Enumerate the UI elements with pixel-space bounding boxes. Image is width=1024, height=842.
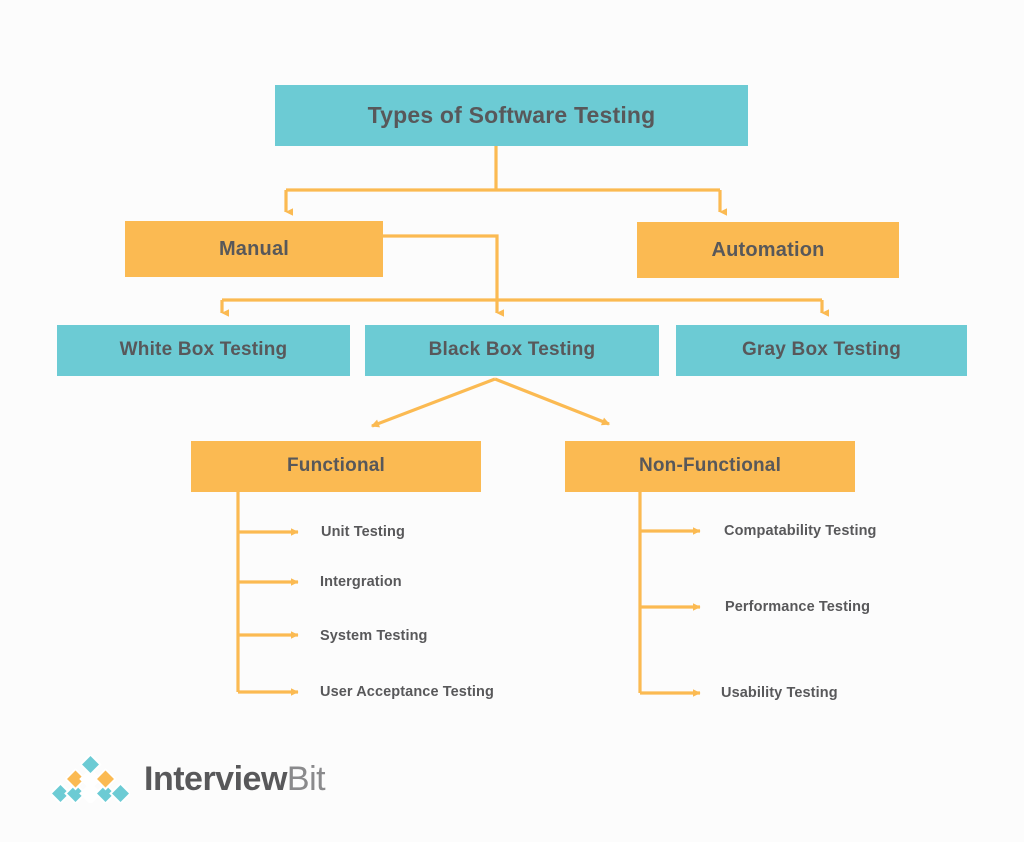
connector-to-functional bbox=[370, 377, 496, 428]
node-label: Functional bbox=[286, 455, 386, 477]
node-label: Black Box Testing bbox=[428, 339, 596, 361]
node-root-types-of-software-testing[interactable]: Types of Software Testing bbox=[275, 85, 748, 146]
logo-wordmark-primary: Interview bbox=[144, 759, 287, 798]
leaf-label: User Acceptance Testing bbox=[320, 684, 494, 700]
interviewbit-diamond-pyramid-icon bbox=[52, 755, 130, 803]
node-label: White Box Testing bbox=[119, 339, 288, 361]
leaf-label: Usability Testing bbox=[721, 685, 838, 701]
node-black-box-testing[interactable]: Black Box Testing bbox=[365, 325, 659, 376]
node-gray-box-testing[interactable]: Gray Box Testing bbox=[676, 325, 967, 376]
node-label: Manual bbox=[218, 238, 290, 260]
leaf-label: System Testing bbox=[320, 628, 428, 644]
node-functional[interactable]: Functional bbox=[191, 441, 481, 492]
leaf-user-acceptance-testing[interactable]: User Acceptance Testing bbox=[320, 684, 494, 700]
leaf-performance-testing[interactable]: Performance Testing bbox=[725, 599, 870, 615]
node-non-functional[interactable]: Non-Functional bbox=[565, 441, 855, 492]
leaf-usability-testing[interactable]: Usability Testing bbox=[721, 685, 838, 701]
leaf-unit-testing[interactable]: Unit Testing bbox=[321, 524, 405, 540]
node-label: Gray Box Testing bbox=[741, 339, 902, 361]
leaf-intergration[interactable]: Intergration bbox=[320, 574, 402, 590]
node-label: Automation bbox=[711, 239, 825, 261]
leaf-label: Intergration bbox=[320, 574, 402, 590]
node-label: Types of Software Testing bbox=[367, 101, 656, 128]
logo-wordmark: InterviewBit bbox=[144, 759, 326, 799]
node-label: Non-Functional bbox=[638, 455, 782, 477]
leaf-system-testing[interactable]: System Testing bbox=[320, 628, 428, 644]
node-white-box-testing[interactable]: White Box Testing bbox=[57, 325, 350, 376]
leaf-compatability-testing[interactable]: Compatability Testing bbox=[724, 523, 876, 539]
connector-manual-exit bbox=[383, 234, 499, 300]
leaf-label: Performance Testing bbox=[725, 599, 871, 615]
node-manual[interactable]: Manual bbox=[125, 221, 383, 277]
interviewbit-logo[interactable]: InterviewBit bbox=[52, 755, 326, 803]
connector-to-non-functional bbox=[494, 377, 611, 426]
leaf-label: Compatability Testing bbox=[724, 523, 877, 539]
node-automation[interactable]: Automation bbox=[637, 222, 899, 278]
logo-wordmark-secondary: Bit bbox=[286, 759, 326, 798]
leaf-label: Unit Testing bbox=[321, 524, 405, 540]
